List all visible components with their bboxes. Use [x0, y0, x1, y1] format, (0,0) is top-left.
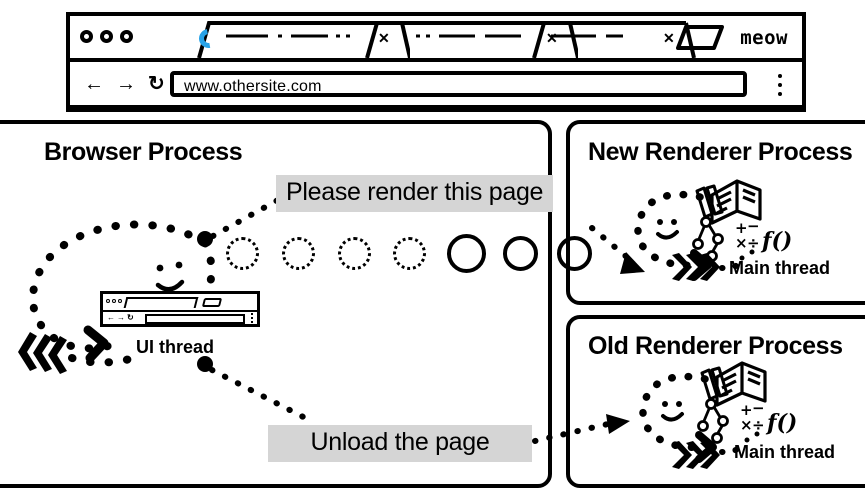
- render-request-callout: Please render this page: [276, 175, 554, 212]
- kebab-menu-icon[interactable]: [778, 74, 782, 101]
- mini-nav-icons: ←→↻: [107, 313, 136, 322]
- tab-title-placeholder-2: [416, 34, 521, 38]
- old-renderer-title: Old Renderer Process: [588, 332, 843, 360]
- task-slot-pending-2: [282, 237, 315, 270]
- task-slot-pending-1: [226, 237, 259, 270]
- tab-title-placeholder-3: [551, 34, 623, 38]
- task-slot-pending-4: [393, 237, 426, 270]
- new-tab-icon[interactable]: [670, 21, 730, 58]
- reload-icon[interactable]: ↻: [148, 73, 165, 95]
- task-slot-active-3: [557, 236, 592, 271]
- browser-window: ✕ ✕: [66, 12, 806, 112]
- browser-process-title: Browser Process: [44, 138, 243, 166]
- browser-brand-label: meow: [740, 27, 788, 49]
- mini-address-bar: [145, 314, 245, 324]
- mini-traffic-dots-icon: [106, 299, 122, 303]
- old-renderer-main-thread-label: Main thread: [734, 442, 836, 462]
- unload-request-callout: Unload the page: [268, 425, 532, 462]
- address-bar-value: www.othersite.com: [184, 78, 322, 95]
- task-slot-pending-3: [338, 237, 371, 270]
- tab-close-icon-1[interactable]: ✕: [378, 30, 390, 46]
- new-renderer-main-thread-label: Main thread: [729, 258, 831, 278]
- traffic-light-dots-icon: [80, 30, 133, 43]
- tab-close-icon-3[interactable]: ✕: [663, 30, 675, 46]
- new-renderer-title: New Renderer Process: [588, 138, 853, 166]
- mini-new-tab-icon: [201, 298, 223, 307]
- tab-close-icon-2[interactable]: ✕: [546, 30, 558, 46]
- mini-tabstrip: [103, 294, 257, 312]
- mini-tab: [123, 297, 199, 308]
- browser-nav-bar: ← → ↻ www.othersite.com: [70, 62, 802, 108]
- task-slot-active-1: [447, 234, 486, 273]
- forward-icon[interactable]: →: [116, 73, 136, 95]
- tab-strip: ✕ ✕: [70, 16, 802, 62]
- address-bar[interactable]: www.othersite.com: [170, 71, 747, 97]
- mini-kebab-icon: [251, 313, 253, 325]
- task-slot-active-2: [503, 236, 538, 271]
- ui-thread-label: UI thread: [136, 337, 215, 357]
- ui-thread-browser-icon: ←→↻: [100, 291, 260, 327]
- browser-tab-2[interactable]: ✕: [353, 21, 578, 58]
- back-icon[interactable]: ←: [84, 73, 104, 95]
- tab-title-placeholder-1: [226, 34, 350, 38]
